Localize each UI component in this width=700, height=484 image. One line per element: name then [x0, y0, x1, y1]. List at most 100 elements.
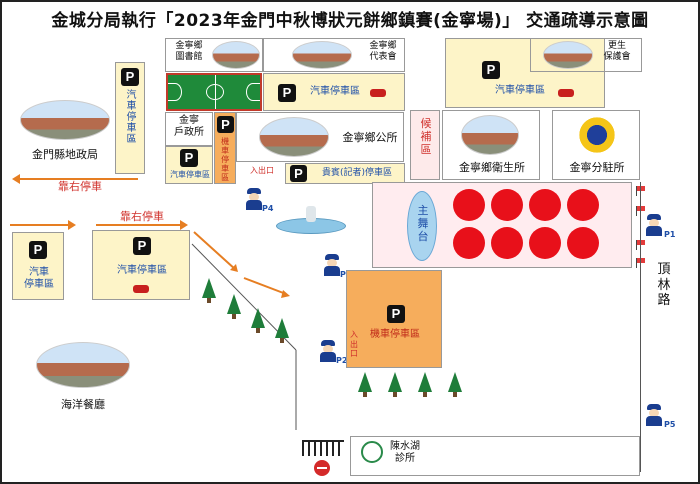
- representative-council-block: 金寧鄉 代表會: [263, 38, 405, 72]
- flag-icon: [636, 186, 646, 196]
- township-photo: [259, 117, 329, 157]
- dingling-road-label: 頂 林 路: [657, 262, 671, 309]
- tree-icon: [251, 308, 265, 333]
- tree-icon: [418, 372, 432, 397]
- county-gov-label: 金門縣地政局: [32, 148, 98, 161]
- parking-icon: P: [482, 61, 500, 79]
- county-gov-photo: [20, 100, 110, 140]
- ocean-restaurant-label: 海洋餐廳: [61, 398, 105, 411]
- entrance-exit-label: 入出口: [250, 166, 274, 175]
- candidate-area: 候 補 區: [410, 110, 440, 180]
- ocean-restaurant-photo: [36, 342, 130, 388]
- parking-icon: P: [217, 116, 234, 133]
- table-circle: [567, 227, 599, 259]
- event-area: 主 舞 台: [372, 182, 632, 268]
- parking-icon: P: [387, 305, 405, 323]
- map-title: 金城分局執行「2023年金門中秋博狀元餅鄉鎮賽(金寧場)」 交通疏導示意圖: [51, 11, 649, 31]
- scooter-vertical-label: 機車停車區: [220, 137, 230, 182]
- car-parking-top-center: P 汽車停車區: [263, 73, 405, 111]
- car-parking-vertical-label: 汽車停車區: [124, 89, 135, 144]
- veteran-photo: [543, 41, 593, 69]
- car-parking-right-label: 汽車停車區: [495, 85, 545, 96]
- clinic-block: 陳水湖 診所: [350, 436, 640, 476]
- police-post-p5: P5: [664, 420, 676, 429]
- police-post-p3: P3: [340, 270, 351, 279]
- veteran-home-label: 更生 保護會: [603, 41, 631, 62]
- health-center-label: 金寧鄉衛生所: [459, 161, 525, 174]
- small-car-parking-label: 汽車停車區: [170, 170, 210, 179]
- police-station-label: 金寧分駐所: [569, 161, 625, 174]
- keep-right-arrow-left: [18, 178, 138, 180]
- scooter-parking: P 機車停車區: [346, 270, 442, 368]
- arrow-head: [12, 174, 20, 184]
- car-icon: [370, 89, 386, 97]
- parking-icon: P: [29, 241, 47, 259]
- keep-right-label-top: 靠右停車: [58, 180, 102, 193]
- car-parking-center-left: P 汽車停車區: [92, 230, 190, 300]
- township-office-block: 金寧鄉公所: [236, 112, 404, 162]
- clinic-logo-icon: [361, 441, 383, 463]
- road-edge: [640, 182, 641, 472]
- arrow-head: [68, 220, 76, 230]
- tree-icon: [388, 372, 402, 397]
- council-label: 金寧鄉 代表會: [369, 41, 397, 62]
- entrance-exit-vertical-label: 入 出 口: [350, 330, 358, 359]
- parking-icon: P: [133, 237, 151, 255]
- scooter-parking-label: 機車停車區: [370, 329, 420, 340]
- table-circle: [491, 189, 523, 221]
- flag-icon: [636, 240, 646, 250]
- parking-icon: P: [278, 84, 296, 102]
- library-block: 金寧鄉 圖書館: [165, 38, 263, 72]
- car-icon: [133, 285, 149, 293]
- car-parking-small: P 汽車停車區: [165, 146, 213, 184]
- car-parking-left: P 汽車 停車區: [12, 232, 64, 300]
- table-circle: [453, 227, 485, 259]
- police-icon: [644, 404, 664, 426]
- council-photo: [292, 41, 352, 69]
- car-icon: [558, 89, 574, 97]
- flag-icon: [636, 206, 646, 216]
- car-parking-center-label: 汽車停車區: [117, 265, 167, 276]
- tree-icon: [227, 294, 241, 319]
- no-entry-icon: [314, 460, 330, 476]
- keep-right-arrow-mid2: [96, 224, 182, 226]
- keep-right-arrow-mid: [10, 224, 70, 226]
- library-photo: [212, 41, 260, 69]
- keep-right-label-mid: 靠右停車: [120, 210, 164, 223]
- tree-icon: [275, 318, 289, 343]
- police-icon: [644, 214, 664, 236]
- police-station-block: 金寧分駐所: [552, 110, 640, 180]
- fence: [302, 440, 344, 456]
- car-parking-left-label: 汽車 停車區: [24, 267, 54, 290]
- table-circle: [529, 227, 561, 259]
- clinic-label: 陳水湖 診所: [390, 441, 420, 464]
- table-circle: [529, 189, 561, 221]
- library-label: 金寧鄉 圖書館: [175, 41, 203, 62]
- flag-icon: [636, 258, 646, 268]
- police-icon: [322, 254, 342, 276]
- health-photo: [461, 115, 519, 155]
- household-office-block: 金寧 戶政所: [165, 112, 213, 146]
- household-office-label: 金寧 戶政所: [174, 115, 204, 138]
- car-parking-left-vertical: P 汽車停車區: [115, 62, 145, 174]
- police-post-p1: P1: [664, 230, 676, 239]
- vip-parking-label: 貴賓(記者)停車區: [321, 168, 393, 178]
- table-circle: [453, 189, 485, 221]
- vip-parking: P 貴賓(記者)停車區: [285, 163, 405, 184]
- arrow-head: [180, 220, 188, 230]
- police-icon: [318, 340, 338, 362]
- police-post-p4: P4: [262, 204, 274, 213]
- car-parking-label: 汽車停車區: [310, 86, 360, 97]
- table-circle: [567, 189, 599, 221]
- tree-icon: [448, 372, 462, 397]
- scooter-parking-vertical: P 機車停車區: [214, 112, 236, 184]
- police-post-p2: P2: [336, 356, 348, 365]
- table-circle: [491, 227, 523, 259]
- main-stage-label: 主 舞 台: [417, 204, 429, 244]
- police-icon: [244, 188, 264, 210]
- candidate-area-label: 候 補 區: [420, 117, 432, 157]
- tree-icon: [358, 372, 372, 397]
- parking-icon: P: [180, 149, 198, 167]
- township-office-label: 金寧鄉公所: [342, 131, 398, 144]
